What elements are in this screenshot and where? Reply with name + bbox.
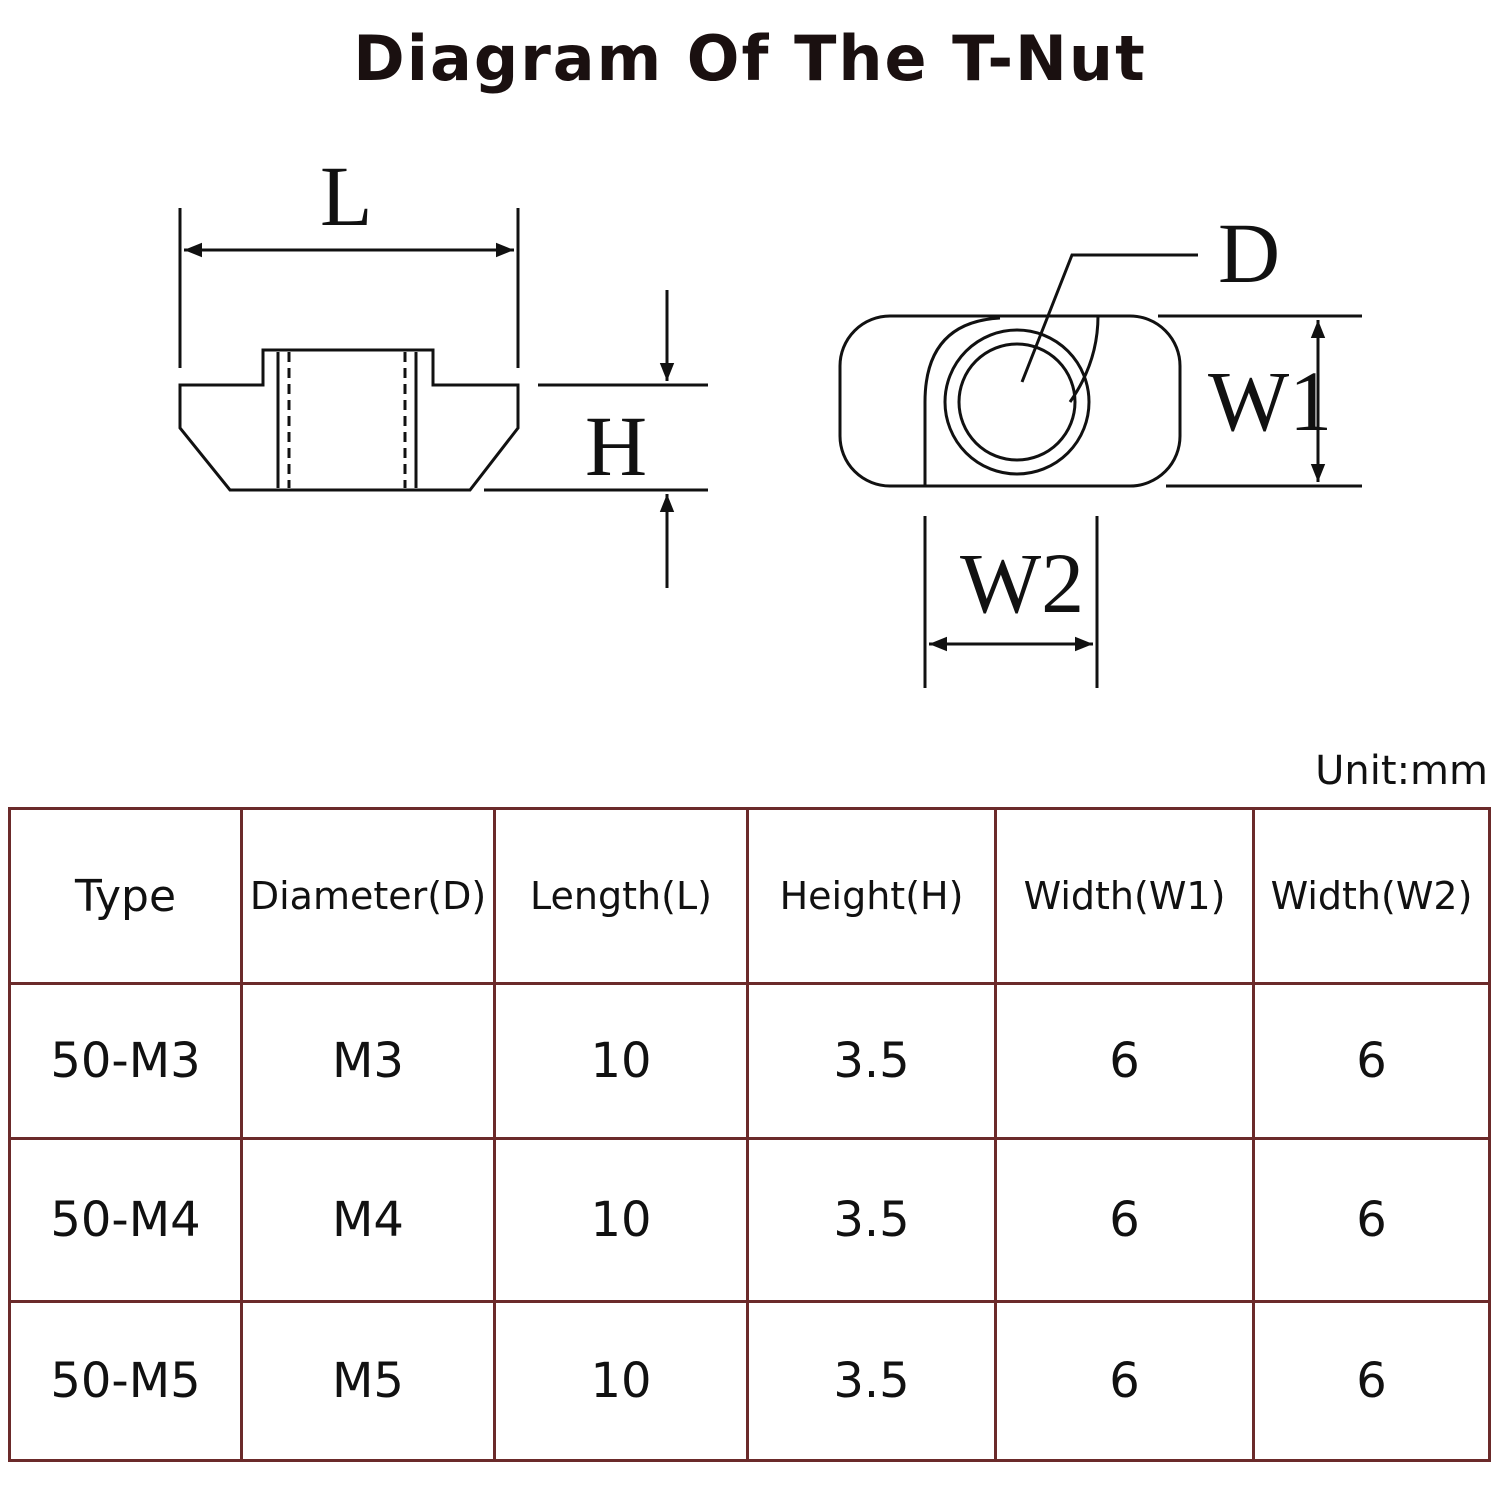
t-nut-diagram: L H D W1 W2 <box>178 148 1362 688</box>
cell-width-w2: 6 <box>1252 1137 1491 1303</box>
cell-length: 10 <box>493 1137 749 1303</box>
cell-height: 3.5 <box>746 982 997 1140</box>
header-width-w2: Width(W2) <box>1252 807 1491 985</box>
diameter-leader <box>1020 253 1198 383</box>
cell-type: 50-M5 <box>8 1300 243 1462</box>
cell-height: 3.5 <box>746 1300 997 1462</box>
header-width-w1: Width(W1) <box>994 807 1255 985</box>
cell-diameter: M4 <box>240 1137 496 1303</box>
height-dimension <box>484 290 708 588</box>
cell-width-w2: 6 <box>1252 982 1491 1140</box>
header-diameter: Diameter(D) <box>240 807 496 985</box>
side-view <box>178 348 520 492</box>
cell-width-w2: 6 <box>1252 1300 1491 1462</box>
cell-length: 10 <box>493 1300 749 1462</box>
table-row: 50-M3 M3 10 3.5 6 6 <box>8 982 1491 1140</box>
cell-type: 50-M4 <box>8 1137 243 1303</box>
cell-type: 50-M3 <box>8 982 243 1140</box>
cell-diameter: M3 <box>240 982 496 1140</box>
spec-table: Type Diameter(D) Length(L) Height(H) Wid… <box>8 807 1491 1462</box>
width2-dimension <box>923 516 1099 688</box>
width2-label: W2 <box>960 535 1084 631</box>
header-length: Length(L) <box>493 807 749 985</box>
table-row: 50-M5 M5 10 3.5 6 6 <box>8 1300 1491 1462</box>
top-view <box>838 314 1182 488</box>
height-label: H <box>585 398 647 494</box>
length-label: L <box>320 148 373 244</box>
cell-width-w1: 6 <box>994 1137 1255 1303</box>
cell-length: 10 <box>493 982 749 1140</box>
table-row: 50-M4 M4 10 3.5 6 6 <box>8 1137 1491 1303</box>
width1-label: W1 <box>1208 353 1332 449</box>
header-type: Type <box>8 807 243 985</box>
header-height: Height(H) <box>746 807 997 985</box>
page-title: Diagram Of The T-Nut <box>353 22 1147 95</box>
cell-height: 3.5 <box>746 1137 997 1303</box>
diameter-label: D <box>1218 205 1280 301</box>
length-dimension <box>178 208 520 368</box>
unit-label: Unit:mm <box>1315 748 1488 794</box>
cell-width-w1: 6 <box>994 1300 1255 1462</box>
cell-width-w1: 6 <box>994 982 1255 1140</box>
width1-dimension <box>1158 314 1362 488</box>
cell-diameter: M5 <box>240 1300 496 1462</box>
table-header-row: Type Diameter(D) Length(L) Height(H) Wid… <box>8 807 1491 985</box>
